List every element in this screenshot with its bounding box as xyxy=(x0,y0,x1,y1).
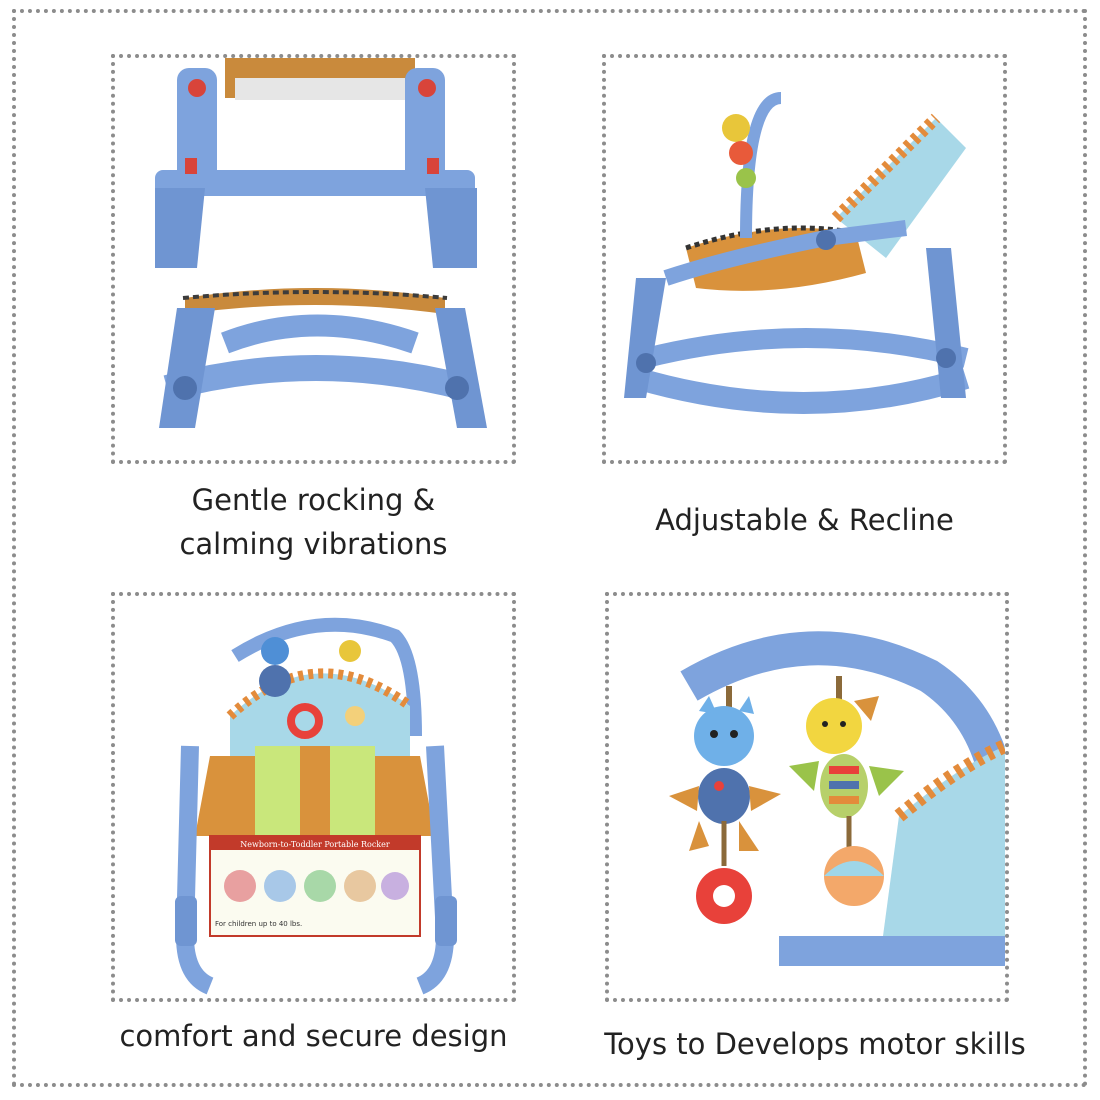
caption-adjustable-recline: Adjustable & Recline xyxy=(655,503,954,537)
feature-image-rocking-base xyxy=(111,54,516,464)
box-title: Newborn-to-Toddler Portable Rocker xyxy=(240,840,390,849)
caption-gentle-rocking: Gentle rocking & calming vibrations xyxy=(111,478,516,566)
reclined-rocker-illustration xyxy=(624,92,970,414)
feature-image-recline xyxy=(602,54,1007,464)
caption-line-1: Gentle rocking & xyxy=(191,483,436,517)
rocker-front-illustration: Newborn-to-Toddler Portable Rocker For c… xyxy=(175,617,457,995)
outer-dotted-frame xyxy=(12,9,1087,1087)
caption-comfort-secure: comfort and secure design xyxy=(119,1019,508,1053)
rocker-base-illustration xyxy=(115,58,512,428)
feature-image-secure-design: Newborn-to-Toddler Portable Rocker For c… xyxy=(111,592,516,1002)
hanging-toys-illustration xyxy=(669,631,1005,966)
caption-toys-motor-skills: Toys to Develops motor skills xyxy=(604,1027,1026,1061)
feature-image-toys xyxy=(605,592,1009,1002)
box-subtitle: For children up to 40 lbs. xyxy=(215,920,302,928)
caption-line-2: calming vibrations xyxy=(179,527,448,561)
